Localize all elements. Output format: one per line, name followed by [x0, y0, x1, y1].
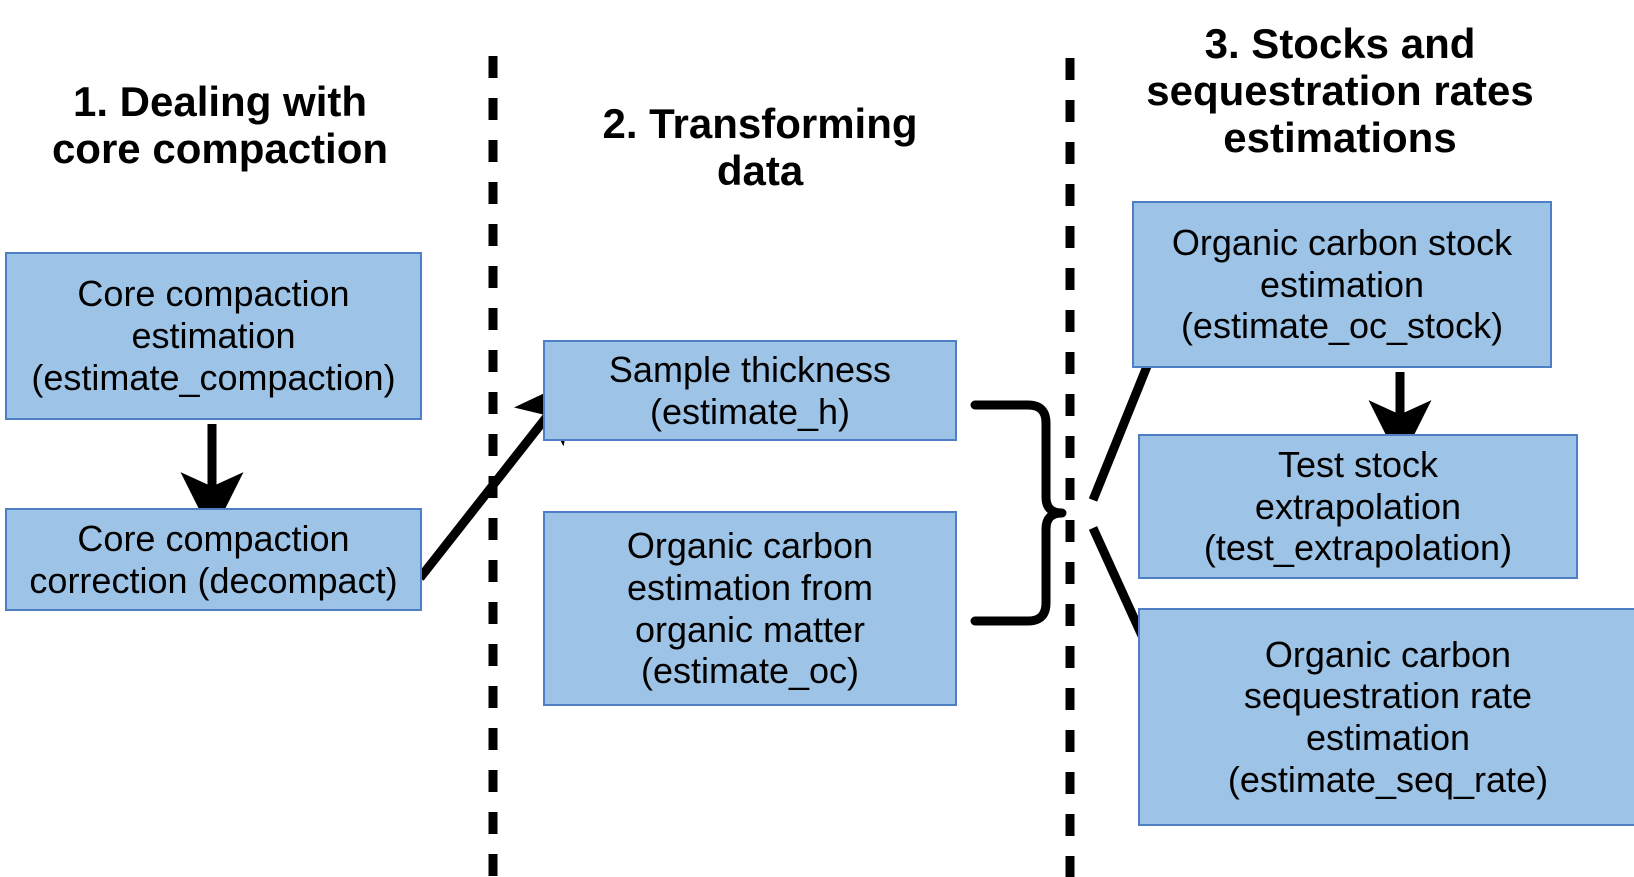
grouping-brace [970, 400, 1067, 626]
arrow-decompact-to-estimate-h [416, 377, 578, 581]
node-estimate-oc-stock[interactable]: Organic carbon stock estimation (estimat… [1132, 201, 1552, 368]
node-estimate-oc[interactable]: Organic carbon estimation from organic m… [543, 511, 957, 706]
column-heading-3: 3. Stocks and sequestration rates estima… [1146, 20, 1534, 162]
column-heading-2: 2. Transforming data [602, 100, 918, 195]
node-estimate-seq-rate[interactable]: Organic carbon sequestration rate estima… [1138, 608, 1634, 826]
node-decompact[interactable]: Core compaction correction (decompact) [5, 508, 422, 611]
node-test-extrapolation[interactable]: Test stock extrapolation (test_extrapola… [1138, 434, 1578, 579]
node-estimate-compaction[interactable]: Core compaction estimation (estimate_com… [5, 252, 422, 420]
node-estimate-h[interactable]: Sample thickness (estimate_h) [543, 340, 957, 441]
column-heading-1: 1. Dealing with core compaction [51, 78, 389, 173]
